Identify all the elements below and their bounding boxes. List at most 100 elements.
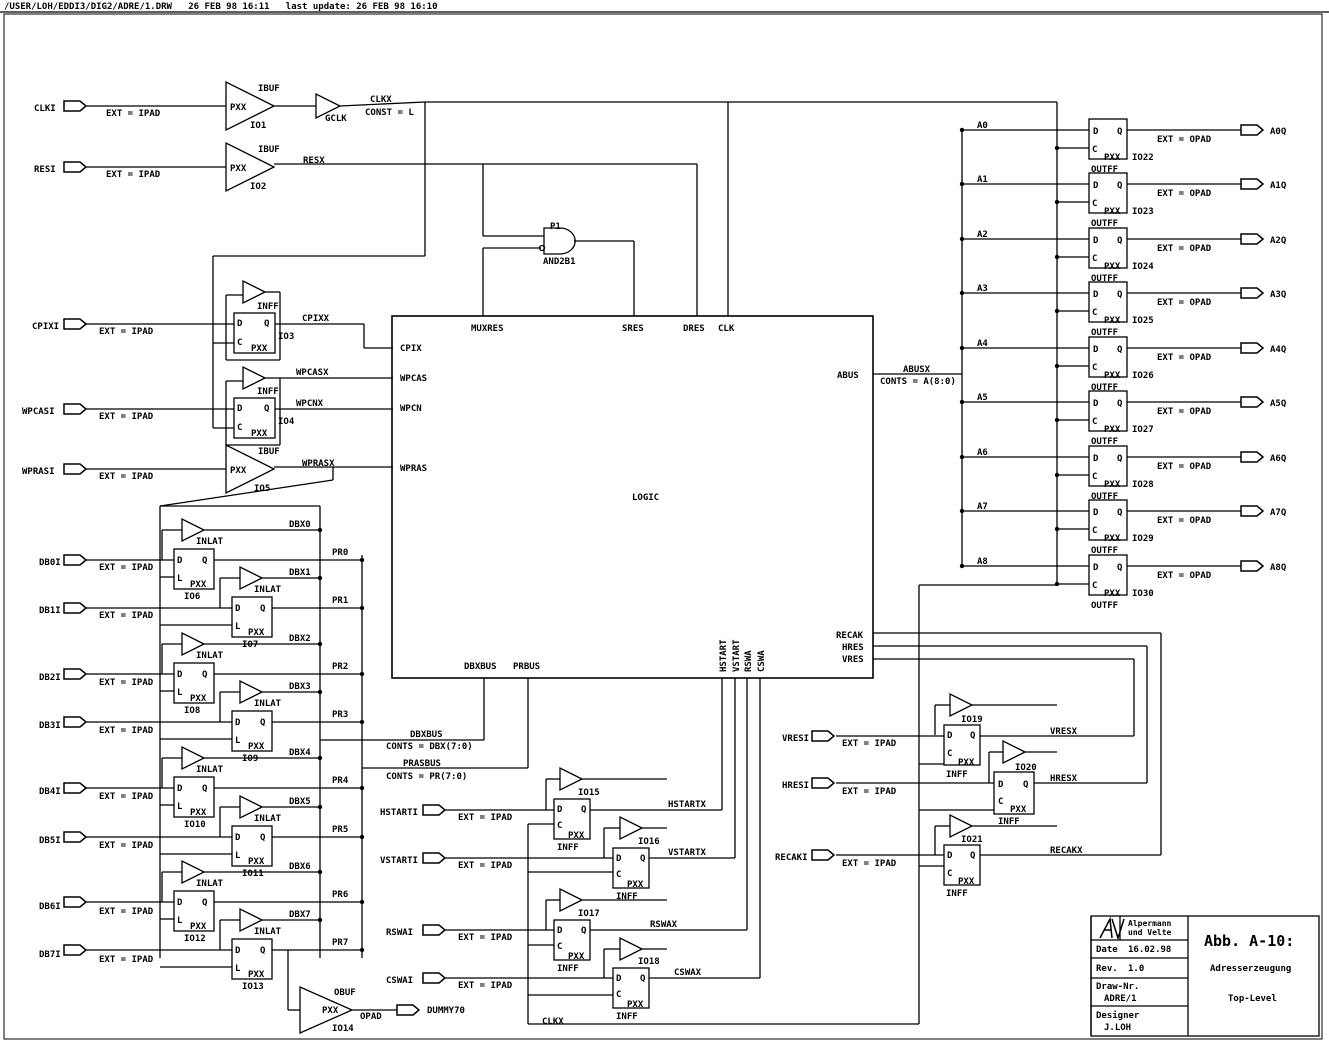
ext-opad-label: EXT = OPAD xyxy=(1157,353,1212,363)
outff-label: OUTFF xyxy=(1091,437,1118,447)
resi-pad[interactable] xyxy=(63,161,87,173)
io22-label: IO22 xyxy=(1132,153,1154,163)
io25-label: IO25 xyxy=(1132,316,1154,326)
db2i-pad[interactable] xyxy=(63,668,87,680)
ext-ipad-label: EXT = IPAD xyxy=(99,726,154,736)
ibuf-label: IBUF xyxy=(258,447,280,457)
inlat-label: INLAT xyxy=(254,585,282,595)
conts-a-label: CONTS = A(8:0) xyxy=(880,377,956,387)
db1i-pad[interactable] xyxy=(63,602,87,614)
vresi-pad[interactable] xyxy=(811,730,835,742)
c-pin: C xyxy=(1092,472,1097,482)
pxx-label: PXX xyxy=(1104,316,1121,326)
a3q-pad[interactable] xyxy=(1240,287,1264,299)
pxx-label: PXX xyxy=(958,758,975,768)
c-pin: C xyxy=(1092,363,1097,373)
io21-label: IO21 xyxy=(961,835,983,845)
d-pin: D xyxy=(1093,345,1099,355)
a2q-pin: A2Q xyxy=(1270,236,1287,246)
q-pin: Q xyxy=(202,784,208,794)
and2b1-label: AND2B1 xyxy=(543,257,576,267)
cpixi-pad[interactable] xyxy=(63,318,87,330)
a7q-pad[interactable] xyxy=(1240,505,1264,517)
logic-pin-dbxbus: DBXBUS xyxy=(464,662,497,672)
dummy70-pin: DUMMY70 xyxy=(427,1006,465,1016)
pxx-label: PXX xyxy=(958,877,975,887)
q-pin: Q xyxy=(1117,345,1123,355)
pxx-label: PXX xyxy=(568,831,585,841)
inlat-label: INLAT xyxy=(196,765,224,775)
a1q-pad[interactable] xyxy=(1240,178,1264,190)
wprasi-pad[interactable] xyxy=(63,463,87,475)
a4q-pad[interactable] xyxy=(1240,342,1264,354)
conts-pr-label: CONTS = PR(7:0) xyxy=(386,772,467,782)
q-pin: Q xyxy=(970,731,976,741)
clki-pad[interactable] xyxy=(63,100,87,112)
db5i-pad[interactable] xyxy=(63,831,87,843)
recaki-pad[interactable] xyxy=(811,849,835,861)
inff-label: INFF xyxy=(557,843,579,853)
io1-label: IO1 xyxy=(250,121,266,131)
io9-label: IO9 xyxy=(242,754,258,764)
a5q-pad[interactable] xyxy=(1240,396,1264,408)
inff-label: INFF xyxy=(257,387,279,397)
pxx-label: PXX xyxy=(322,1006,339,1016)
hstartx-net: HSTARTX xyxy=(668,800,707,810)
dbx2-net: DBX2 xyxy=(289,634,311,644)
db7i-pad[interactable] xyxy=(63,944,87,956)
dbxbus-net: DBXBUS xyxy=(410,730,443,740)
a0q-pad[interactable] xyxy=(1240,124,1264,136)
io17-label: IO17 xyxy=(578,909,600,919)
inff-label: INFF xyxy=(616,892,638,902)
io30-label: IO30 xyxy=(1132,589,1154,599)
rswai-pad[interactable] xyxy=(422,924,446,936)
company-name: und Velte xyxy=(1128,928,1172,937)
c-pin: C xyxy=(1092,417,1097,427)
l-pin: L xyxy=(177,574,183,584)
company-logo xyxy=(1099,916,1125,941)
hresx-net: HRESX xyxy=(1050,774,1078,784)
vstarti-pad[interactable] xyxy=(422,852,446,864)
d-pin: D xyxy=(557,805,563,815)
d-pin: D xyxy=(235,833,241,843)
pxx-label: PXX xyxy=(251,429,268,439)
d-pin: D xyxy=(177,670,183,680)
ext-ipad-label: EXT = IPAD xyxy=(99,678,154,688)
ext-opad-label: EXT = OPAD xyxy=(1157,298,1212,308)
ext-opad-label: EXT = OPAD xyxy=(1157,244,1212,254)
l-pin: L xyxy=(177,802,183,812)
d-pin: D xyxy=(1093,127,1099,137)
wpcasi-pad[interactable] xyxy=(63,403,87,415)
a8q-pad[interactable] xyxy=(1240,560,1264,572)
ext-ipad-label: EXT = IPAD xyxy=(106,109,161,119)
drawnr-value: ADRE/1 xyxy=(1104,994,1137,1004)
db0i-pad[interactable] xyxy=(63,554,87,566)
db3i-pad[interactable] xyxy=(63,716,87,728)
a2q-pad[interactable] xyxy=(1240,233,1264,245)
a6q-pad[interactable] xyxy=(1240,451,1264,463)
hstarti-pad[interactable] xyxy=(422,804,446,816)
d-pin: D xyxy=(1093,236,1099,246)
io24-label: IO24 xyxy=(1132,262,1154,272)
pxx-label: PXX xyxy=(1104,153,1121,163)
logic-pin-cpix: CPIX xyxy=(400,344,422,354)
q-pin: Q xyxy=(202,670,208,680)
dummy70-pad[interactable] xyxy=(396,1004,420,1016)
pxx-label: PXX xyxy=(248,628,265,638)
pr2-net: PR2 xyxy=(332,662,348,672)
dbx0-net: DBX0 xyxy=(289,520,311,530)
db4i-pad[interactable] xyxy=(63,782,87,794)
db6i-pad[interactable] xyxy=(63,896,87,908)
q-pin: Q xyxy=(581,805,587,815)
q-pin: Q xyxy=(260,946,266,956)
cswai-pad[interactable] xyxy=(422,972,446,984)
rswax-net: RSWAX xyxy=(650,920,678,930)
pin-hresi: HRESI xyxy=(782,781,809,791)
pin-db7i: DB7I xyxy=(39,950,61,960)
q-pin: Q xyxy=(1117,508,1123,518)
clkx-net: CLKX xyxy=(370,95,392,105)
hresi-pad[interactable] xyxy=(811,777,835,789)
d-pin: D xyxy=(557,926,563,936)
wpcasx-net: WPCASX xyxy=(296,368,329,378)
pr0-net: PR0 xyxy=(332,548,348,558)
